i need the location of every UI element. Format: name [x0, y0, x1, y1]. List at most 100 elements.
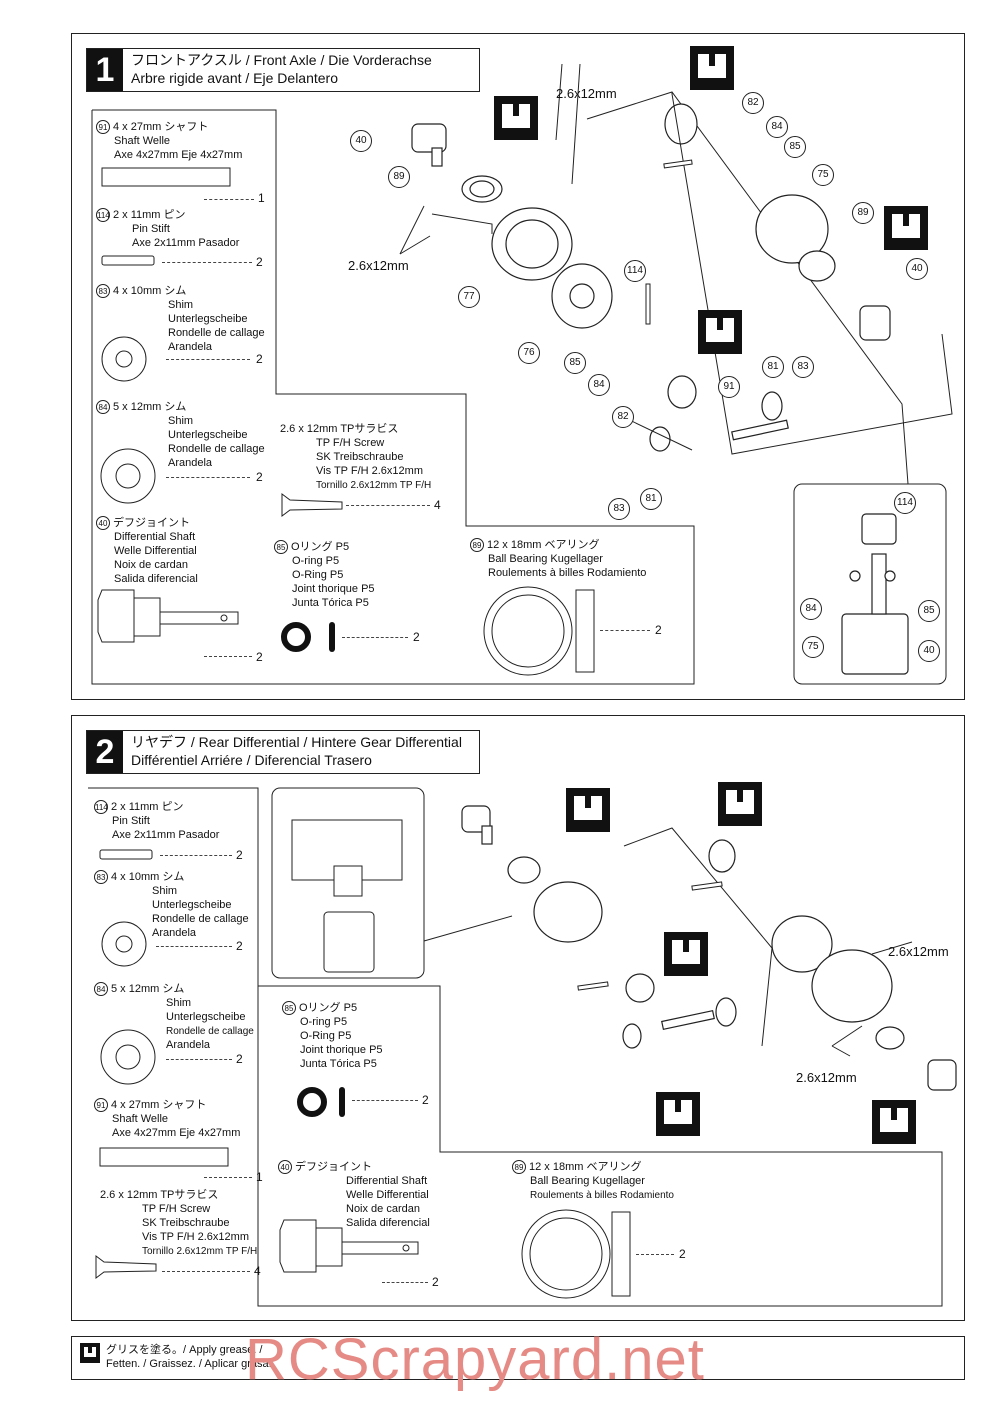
part-text: 5 x 12mm シム	[113, 401, 187, 413]
callout-83: 83	[792, 356, 814, 378]
grease-legend-line2: Fetten. / Graissez. / Aplicar grasa.	[106, 1358, 272, 1370]
step2-number: 2	[87, 731, 123, 773]
part-text: Vis TP F/H 2.6x12mm	[142, 1231, 249, 1243]
grease-icon	[566, 788, 610, 832]
part-text: Noix de cardan	[114, 559, 188, 572]
callout-77: 77	[458, 286, 480, 308]
part-text: Welle Differential	[346, 1189, 429, 1202]
callout-114: 114	[894, 492, 916, 514]
qty: 2	[413, 630, 420, 644]
step1-exploded-diagram	[399, 63, 953, 675]
qty: 2	[256, 352, 263, 366]
grease-icon	[718, 782, 762, 826]
callout-40: 40	[918, 640, 940, 662]
part-text: Rondelle de callage	[168, 443, 265, 456]
part-text: O-ring P5	[292, 555, 340, 568]
part-text: 2.6 x 12mm TPサラビス	[280, 423, 399, 435]
qty: 2	[256, 650, 263, 664]
part-text: Rondelle de callage	[168, 327, 265, 340]
callout-81: 81	[640, 488, 662, 510]
callout-85: 85	[918, 600, 940, 622]
part-text: 12 x 18mm ベアリング	[487, 539, 600, 551]
part-text: 2.6 x 12mm TPサラビス	[100, 1189, 219, 1201]
part-text: Axe 4x27mm Eje 4x27mm	[114, 149, 243, 162]
qty: 2	[432, 1275, 439, 1289]
callout-40: 40	[350, 130, 372, 152]
qty: 2	[236, 1052, 243, 1066]
part-text: Joint thorique P5	[300, 1044, 383, 1057]
callout-84: 84	[800, 598, 822, 620]
part-text: Welle Differential	[114, 545, 197, 558]
callout-40: 40	[906, 258, 928, 280]
step2-panel: 2 リヤデフ / Rear Differential / Hintere Gea…	[71, 715, 965, 1321]
part-text: Roulements à billes Rodamiento	[530, 1190, 674, 1202]
qty: 2	[236, 939, 243, 953]
part-text: SK Treibschraube	[142, 1217, 230, 1229]
grease-icon	[884, 206, 928, 250]
part-text: デフジョイント	[295, 1161, 372, 1173]
part-text: Arandela	[168, 457, 213, 470]
callout-89: 89	[852, 202, 874, 224]
step1-title-line1: フロントアクスル / Front Axle / Die Vorderachse	[131, 52, 432, 68]
part-text: Arandela	[166, 1039, 211, 1052]
callout-85: 85	[784, 136, 806, 158]
part-text: 4 x 10mm シム	[113, 285, 187, 297]
part-text: Unterlegscheibe	[168, 429, 248, 442]
part-text: Ball Bearing Kugellager	[488, 553, 603, 566]
qty: 2	[655, 623, 662, 637]
step2-header: 2 リヤデフ / Rear Differential / Hintere Gea…	[86, 730, 480, 774]
part-text: 2 x 11mm ピン	[111, 801, 184, 813]
grease-legend: グリスを塗る。/ Apply grease. / Fetten. / Grais…	[71, 1336, 965, 1380]
part-text: Roulements à billes Rodamiento	[488, 567, 647, 580]
part-text: 4 x 27mm シャフト	[113, 121, 209, 133]
step1-parts-outline	[91, 91, 947, 685]
step2-parts-outline	[88, 787, 943, 1307]
screw-dim-label-bottom: 2.6x12mm	[796, 1070, 857, 1085]
qty: 4	[434, 498, 441, 512]
part-text: Rondelle de callage	[152, 913, 249, 926]
part-text: O-Ring P5	[300, 1030, 352, 1043]
part-text: Arandela	[168, 341, 213, 354]
callout-114: 114	[624, 260, 646, 282]
callout-84: 84	[766, 116, 788, 138]
part-text: TP F/H Screw	[142, 1203, 211, 1215]
part-text: 4 x 10mm シム	[111, 871, 185, 883]
qty: 2	[236, 848, 243, 862]
part-text: Junta Tórica P5	[292, 597, 369, 610]
part-text: Rondelle de callage	[166, 1026, 254, 1038]
part-text: Ball Bearing Kugellager	[530, 1175, 645, 1188]
part-text: Differential Shaft	[114, 531, 196, 544]
part-text: 2 x 11mm ピン	[113, 209, 186, 221]
part-text: Oリング P5	[291, 541, 350, 553]
part-text: Axe 4x27mm Eje 4x27mm	[112, 1127, 241, 1140]
part-text: Joint thorique P5	[292, 583, 375, 596]
callout-91: 91	[718, 376, 740, 398]
part-text: Unterlegscheibe	[152, 899, 232, 912]
part-text: Oリング P5	[299, 1002, 358, 1014]
part-text: Shim	[168, 415, 194, 428]
part-text: O-ring P5	[300, 1016, 348, 1029]
screw-label: 2.6 x 12mm TPサラビス TP F/H Screw SK Treibs…	[100, 1188, 257, 1258]
part-text: Shim	[152, 885, 178, 898]
part-text: Noix de cardan	[346, 1203, 420, 1216]
grease-icon	[656, 1092, 700, 1136]
callout-75: 75	[812, 164, 834, 186]
callout-75: 75	[802, 636, 824, 658]
part-text: Vis TP F/H 2.6x12mm	[316, 465, 423, 477]
step1-panel: 1 フロントアクスル / Front Axle / Die Vorderachs…	[71, 33, 965, 700]
qty: 2	[256, 470, 263, 484]
qty: 1	[256, 1170, 263, 1184]
callout-82: 82	[612, 406, 634, 428]
